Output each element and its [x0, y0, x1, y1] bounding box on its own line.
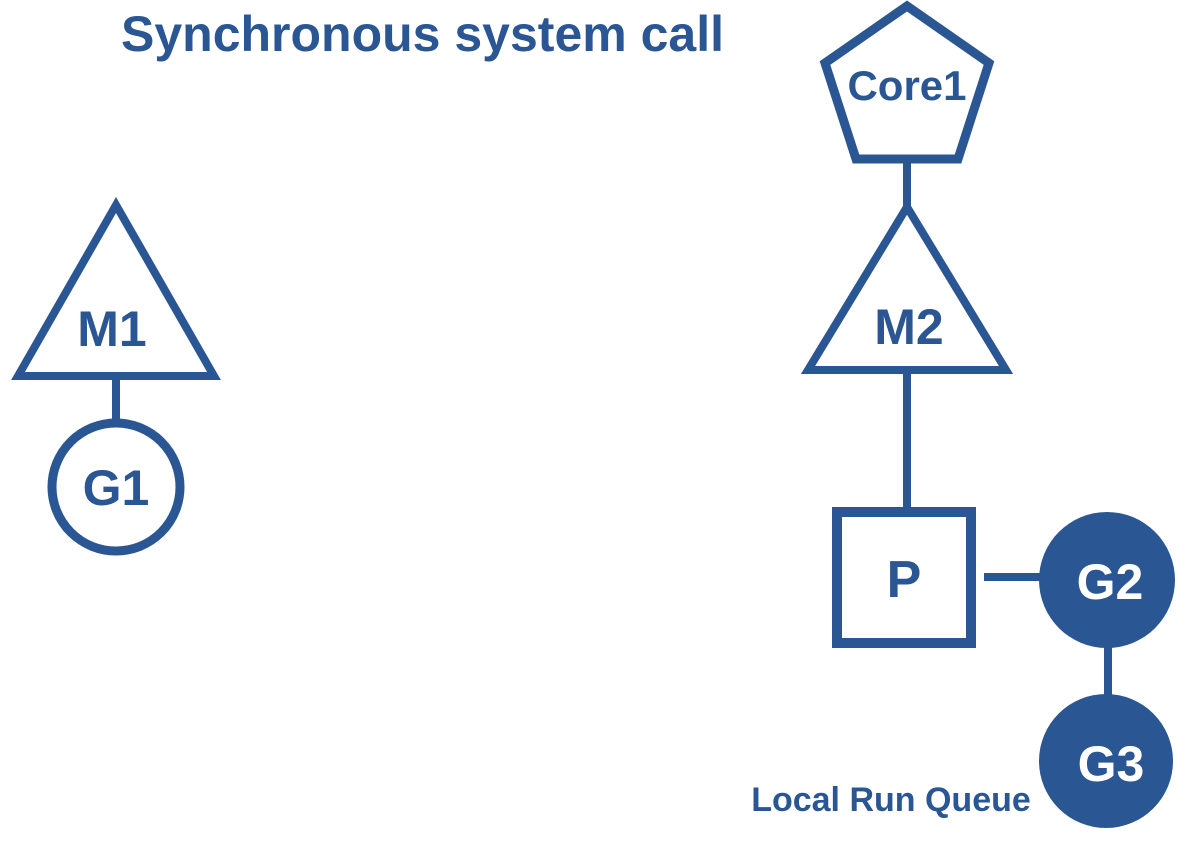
m2-label: M2 — [874, 299, 943, 355]
m1-label: M1 — [77, 301, 146, 357]
g3-label: G3 — [1078, 736, 1145, 792]
core1-pentagon-shape — [819, 0, 995, 164]
g1-circle-shape — [47, 418, 185, 556]
diagram-title: Synchronous system call — [121, 6, 724, 62]
core1-label: Core1 — [847, 62, 966, 109]
m1-triangle-shape — [11, 196, 221, 380]
g2-label: G2 — [1077, 554, 1144, 610]
g2-circle-shape — [1039, 512, 1175, 648]
g3-circle-shape — [1039, 694, 1173, 828]
local-run-queue-caption: Local Run Queue — [751, 781, 1031, 819]
p-square-shape — [832, 507, 976, 648]
g1-label: G1 — [83, 460, 150, 516]
p-label: P — [887, 551, 922, 609]
right-thread-group: Core1 M2 P G2 G3 Local Run Queue — [751, 0, 1175, 828]
left-thread-group: M1 G1 — [11, 196, 221, 556]
m2-triangle-shape — [800, 199, 1014, 374]
